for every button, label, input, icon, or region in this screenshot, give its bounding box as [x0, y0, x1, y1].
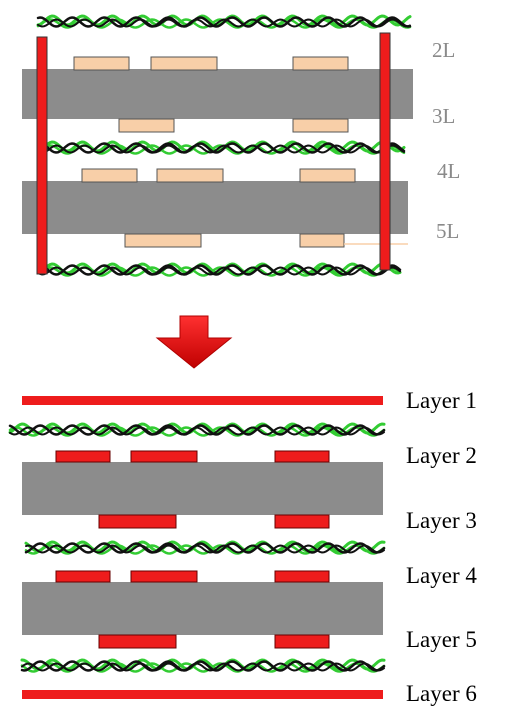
pad — [299, 233, 345, 248]
pad — [150, 56, 218, 71]
pads-5l — [124, 233, 345, 248]
fiber-strand — [8, 424, 386, 436]
pad — [73, 56, 130, 71]
core-layer-2-3 — [22, 462, 383, 515]
bottom-fibers — [8, 422, 386, 673]
core-4l-5l — [22, 181, 408, 234]
core-layer-4-5 — [22, 582, 383, 635]
label-layer-1: Layer 1 — [406, 388, 477, 413]
pad — [81, 168, 138, 183]
label-layer-4: Layer 4 — [406, 563, 477, 588]
pad — [118, 118, 175, 133]
fiber-strand — [38, 266, 402, 277]
label-layer-3: Layer 3 — [406, 508, 477, 533]
fiber-strand — [20, 658, 386, 671]
fiber-strand — [21, 662, 385, 672]
top-fibers — [36, 14, 412, 277]
pad — [55, 570, 111, 583]
pad — [299, 168, 356, 183]
pads-layer-2 — [55, 450, 330, 463]
fiber-strand — [38, 264, 402, 276]
fiber-strand — [24, 542, 386, 554]
fiber-strand — [37, 18, 411, 28]
bottom-assembly: Layer 1 Layer 2 Layer 3 Layer 4 Layer 5 … — [8, 388, 477, 706]
label-2l: 2L — [432, 38, 455, 62]
pad — [55, 450, 111, 463]
right-clamp-bar — [379, 32, 391, 271]
top-assembly: 2L 3L 4L 5L — [22, 14, 460, 277]
left-clamp-bar — [36, 36, 48, 275]
pad — [292, 118, 349, 133]
copper-foil-layer-1 — [22, 396, 383, 405]
copper-foil-layer-6 — [22, 690, 383, 699]
pad — [98, 634, 177, 649]
pad — [98, 514, 177, 529]
pad — [274, 634, 330, 649]
label-4l: 4L — [437, 159, 460, 183]
label-layer-5: Layer 5 — [406, 627, 477, 652]
label-layer-6: Layer 6 — [406, 681, 477, 706]
pad — [156, 168, 224, 183]
fiber-strand — [45, 144, 405, 154]
label-3l: 3L — [432, 104, 455, 128]
fiber-strand — [44, 142, 406, 154]
pad — [274, 514, 330, 529]
pads-layer-3 — [98, 514, 330, 529]
pads-3l — [118, 118, 349, 133]
pad — [292, 56, 349, 71]
pad — [274, 450, 330, 463]
pads-4l — [81, 168, 356, 183]
label-5l: 5L — [436, 219, 459, 243]
pad — [130, 450, 198, 463]
pad — [274, 570, 330, 583]
down-arrow-icon — [155, 315, 233, 369]
fiber-strand — [20, 660, 386, 672]
fiber-strand — [9, 426, 385, 436]
fiber-strand — [39, 266, 401, 276]
fiber-strand — [25, 544, 385, 554]
pads-layer-5 — [98, 634, 330, 649]
pads-2l — [73, 56, 349, 71]
label-layer-2: Layer 2 — [406, 443, 477, 468]
fiber-strand — [24, 540, 386, 553]
pad — [124, 233, 202, 248]
pad — [130, 570, 198, 583]
core-2l-3l — [22, 69, 413, 119]
pads-layer-4 — [55, 570, 330, 583]
